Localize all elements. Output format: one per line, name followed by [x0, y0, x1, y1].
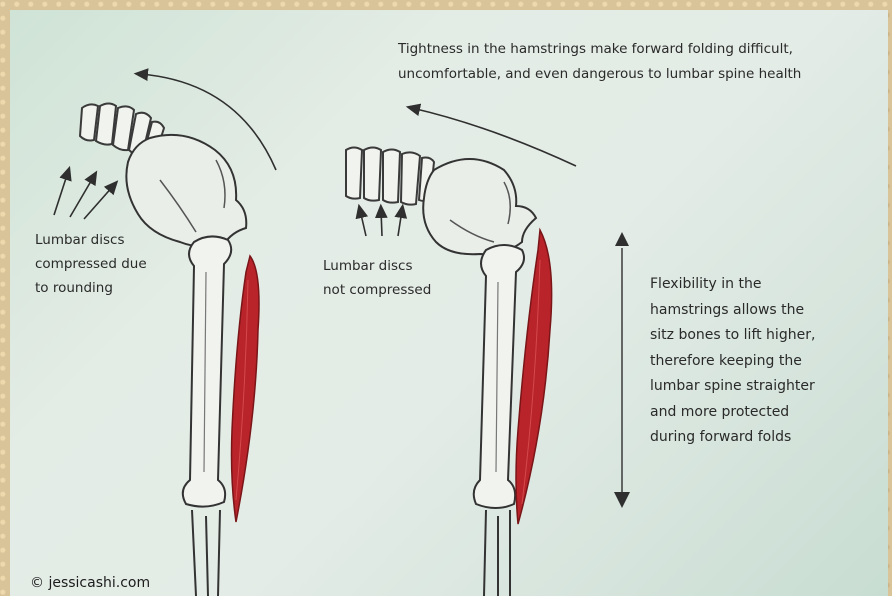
- caption-line: Lumbar discs: [323, 254, 431, 278]
- caption-line: not compressed: [323, 278, 431, 302]
- caption-discs-not-compressed: Lumbar discs not compressed: [323, 254, 431, 302]
- caption-line: and more protected: [650, 400, 815, 426]
- caption-line: Flexibility in the: [650, 272, 815, 298]
- caption-line: lumbar spine straighter: [650, 374, 815, 400]
- caption-line: uncomfortable, and even dangerous to lum…: [398, 62, 801, 87]
- caption-line: compressed due: [35, 252, 147, 276]
- right-tibia: [484, 510, 510, 596]
- right-pelvis: [423, 159, 536, 254]
- caption-line: Lumbar discs: [35, 228, 147, 252]
- left-hamstring-muscle: [232, 256, 260, 522]
- caption-line: hamstrings allows the: [650, 298, 815, 324]
- left-figure: [54, 74, 276, 596]
- caption-discs-compressed: Lumbar discs compressed due to rounding: [35, 228, 147, 300]
- caption-line: during forward folds: [650, 425, 815, 451]
- left-tibia: [192, 510, 220, 596]
- right-lumbar-vertebrae: [346, 148, 434, 205]
- diagram-paper: Tightness in the hamstrings make forward…: [10, 10, 888, 596]
- caption-line: Tightness in the hamstrings make forward…: [398, 37, 801, 62]
- caption-line: sitz bones to lift higher,: [650, 323, 815, 349]
- caption-line: to rounding: [35, 276, 147, 300]
- left-femur: [183, 236, 231, 506]
- caption-line: therefore keeping the: [650, 349, 815, 375]
- caption-flexibility: Flexibility in the hamstrings allows the…: [650, 272, 815, 451]
- copyright-credit: © jessicashi.com: [30, 571, 150, 595]
- caption-hamstring-tightness: Tightness in the hamstrings make forward…: [398, 37, 801, 87]
- right-curve-arrow: [412, 108, 576, 166]
- right-figure: [346, 108, 630, 596]
